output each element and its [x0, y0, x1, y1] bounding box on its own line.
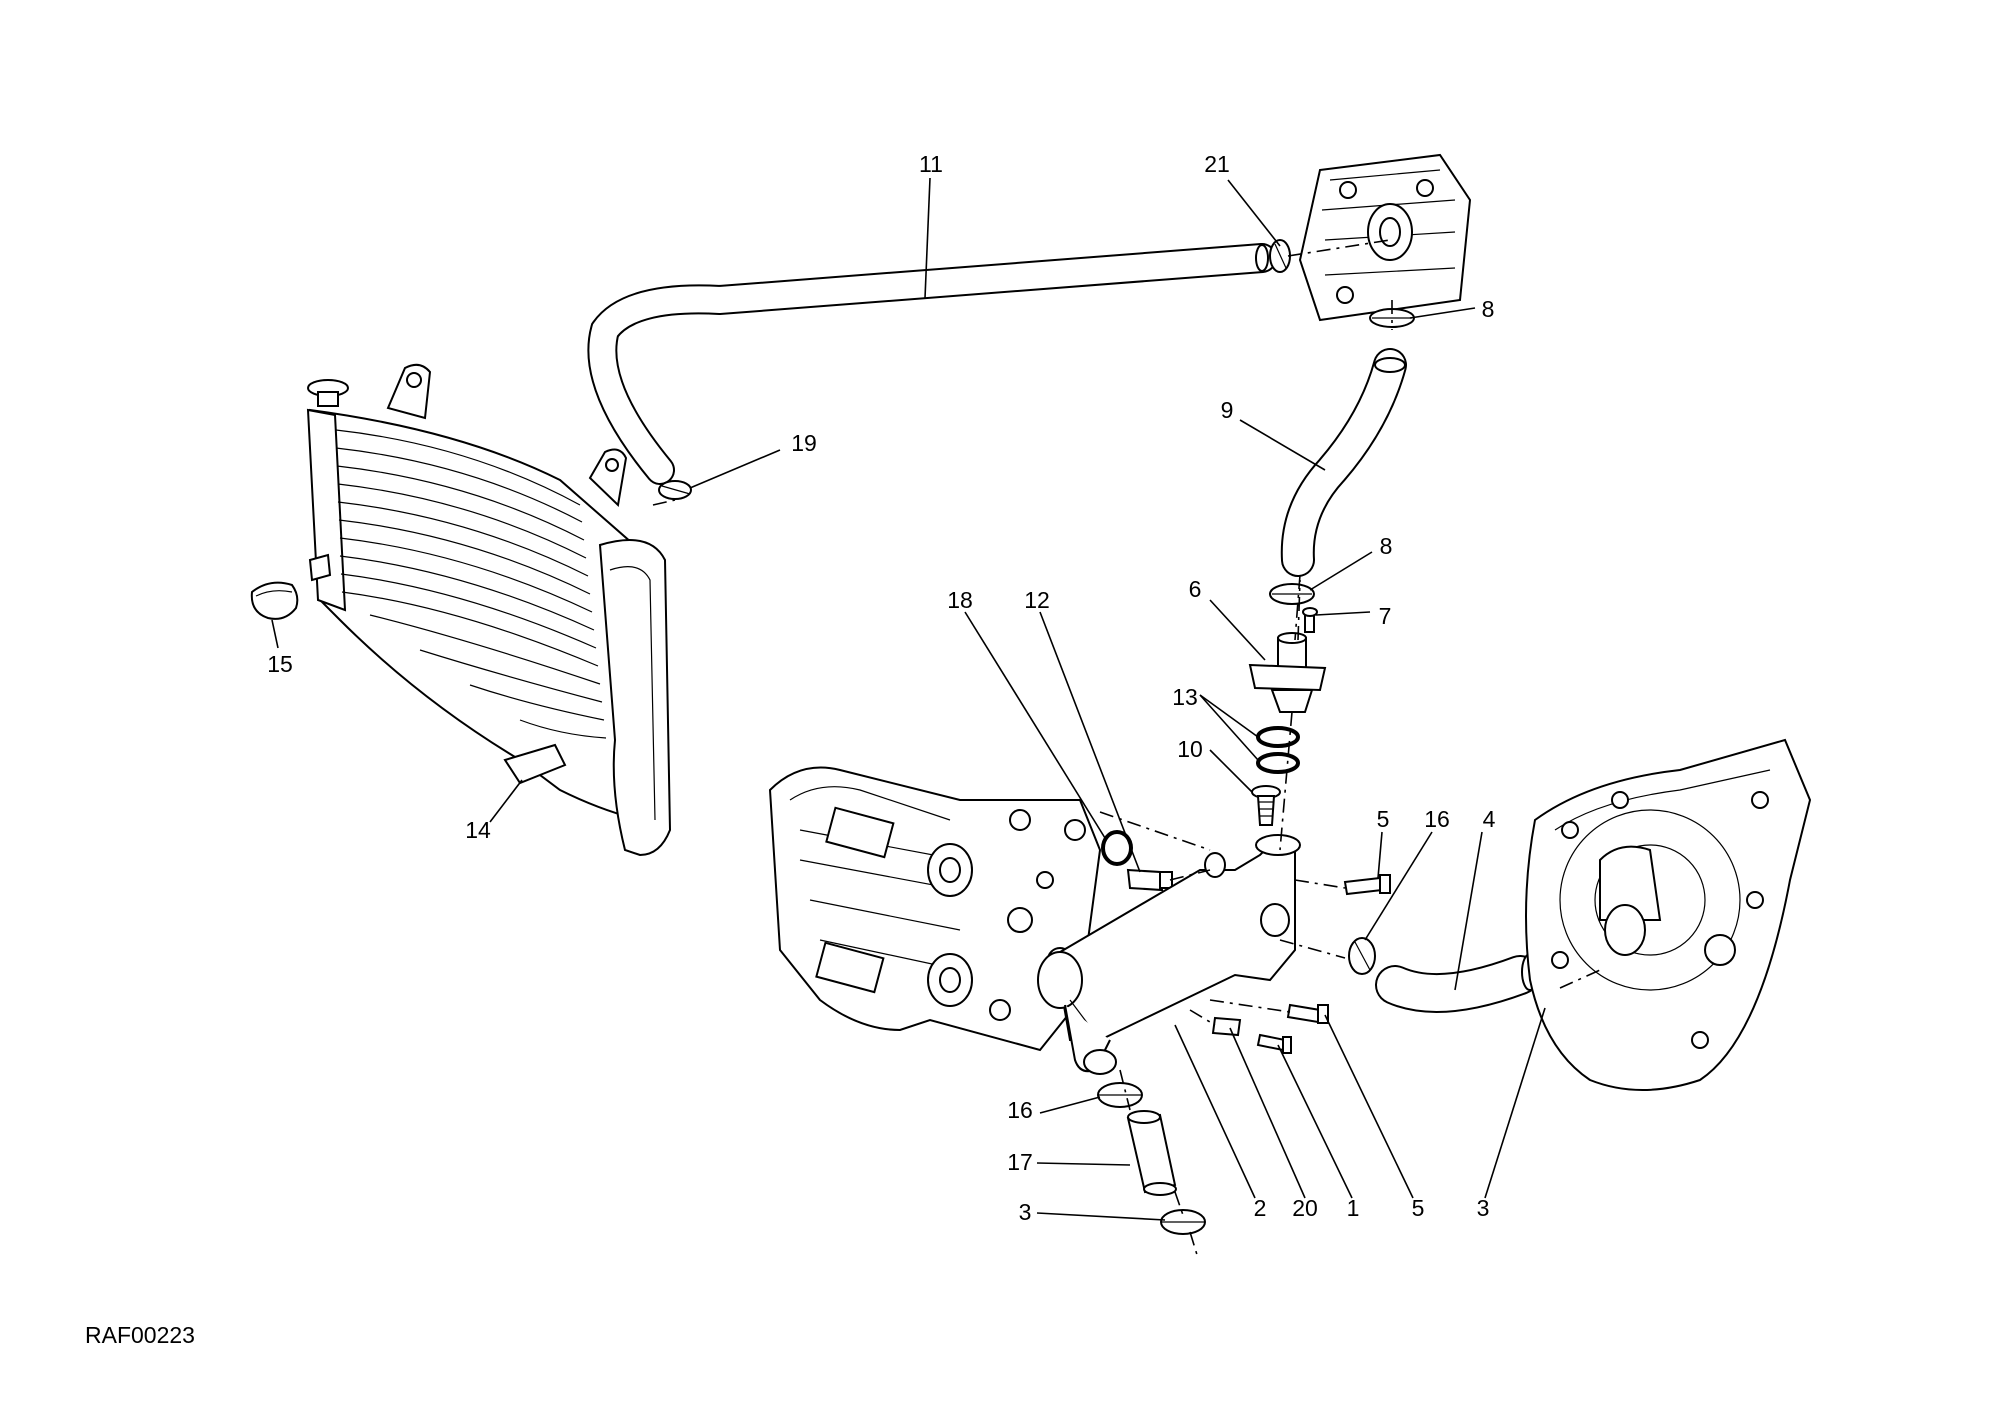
hose-clamp-16-lower [1097, 1082, 1143, 1108]
radiator [306, 363, 672, 857]
callout-5-upper: 5 [1377, 806, 1390, 832]
hose-17 [1126, 1110, 1177, 1196]
screw-7 [1302, 607, 1318, 633]
callout-3-right: 3 [1477, 1195, 1490, 1221]
callout-8-lower: 8 [1380, 533, 1393, 559]
callout-3-lower: 3 [1019, 1199, 1032, 1225]
bleed-screw-1 [1256, 1033, 1292, 1054]
callout-13: 13 [1172, 684, 1198, 710]
screw-5-lower [1286, 1003, 1329, 1024]
callout-11: 11 [919, 151, 943, 177]
hose-clamp-16-right [1348, 937, 1376, 975]
drawing-reference-code: RAF00223 [85, 1322, 195, 1348]
callout-12: 12 [1024, 587, 1050, 613]
spacer-20 [1211, 1016, 1242, 1037]
leader-lines [271, 177, 1546, 1221]
hose-clamp-8-lower [1269, 583, 1315, 605]
hose-9 [1280, 348, 1407, 577]
callout-1: 1 [1347, 1195, 1360, 1221]
callout-20: 20 [1292, 1195, 1318, 1221]
callout-8-upper: 8 [1482, 296, 1495, 322]
callout-9: 9 [1221, 397, 1234, 423]
water-pump-cover [1525, 738, 1812, 1091]
callout-numbers: 11 21 8 19 9 8 6 7 15 18 12 13 10 14 5 1… [267, 151, 1495, 1225]
assembly-lines [652, 239, 1601, 1259]
callout-10: 10 [1177, 736, 1203, 762]
callout-21: 21 [1204, 151, 1230, 177]
cylinder-head-upper [1298, 153, 1472, 322]
callout-7: 7 [1379, 603, 1392, 629]
cylinder-head-center [768, 766, 1102, 1052]
temperature-sensor-12 [1126, 868, 1173, 892]
callout-5-lower: 5 [1412, 1195, 1425, 1221]
callout-17: 17 [1007, 1149, 1033, 1175]
callout-14: 14 [465, 817, 491, 843]
o-rings-13 [1256, 726, 1300, 774]
thermostat-cover-6 [1248, 632, 1327, 713]
screw-5-upper [1343, 874, 1391, 896]
hose-clamp-3-lower [1160, 1209, 1206, 1235]
rubber-pad-14 [503, 743, 567, 785]
callout-16-lower: 16 [1007, 1097, 1033, 1123]
callout-6: 6 [1189, 576, 1202, 602]
callout-16-right: 16 [1424, 806, 1450, 832]
hose-clamp-19 [658, 480, 692, 500]
callout-15: 15 [267, 651, 293, 677]
callout-18: 18 [947, 587, 973, 613]
callout-4: 4 [1483, 806, 1496, 832]
callout-2: 2 [1254, 1195, 1267, 1221]
rubber-grommet-15 [250, 581, 299, 620]
coolant-manifold-2 [1037, 834, 1301, 1075]
hose-4 [1375, 953, 1540, 1013]
thermostat-10 [1251, 785, 1281, 826]
upper-hose-11 [587, 243, 1277, 485]
callout-19: 19 [791, 430, 817, 456]
